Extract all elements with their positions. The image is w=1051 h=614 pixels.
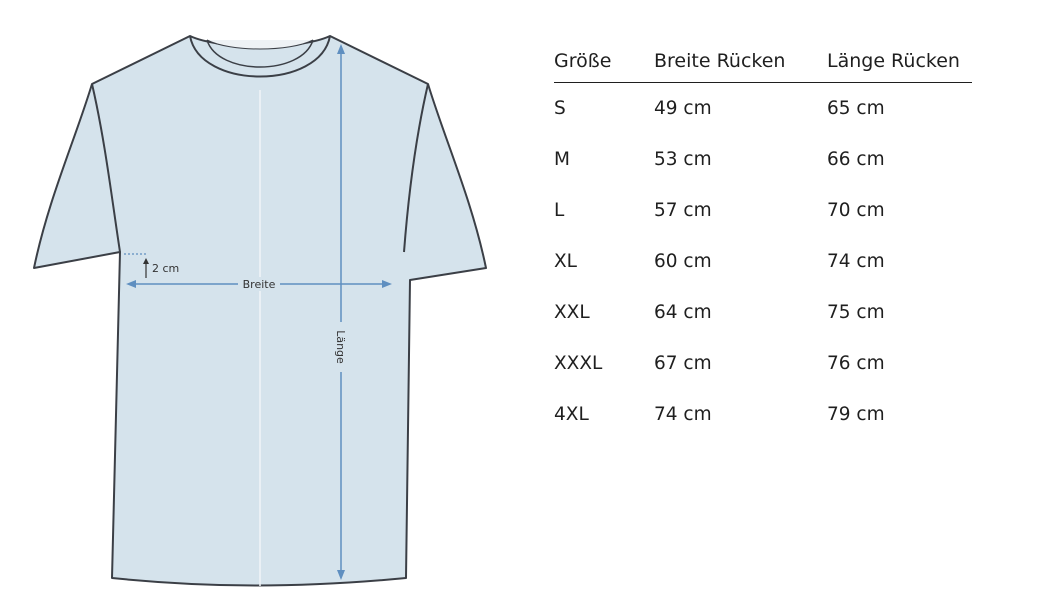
length-label: Länge [334, 330, 347, 364]
offset-label: 2 cm [152, 262, 179, 275]
cell-width: 49 cm [654, 98, 712, 119]
collar-back [206, 39, 314, 50]
table-row: XXL 64 cm 75 cm [554, 287, 972, 338]
right-sleeve-seam [403, 83, 429, 253]
tshirt-diagram: Länge Breite 2 cm [33, 35, 487, 587]
width-label: Breite [243, 278, 276, 291]
cell-width: 57 cm [654, 200, 712, 221]
cell-width: 64 cm [654, 302, 712, 323]
cell-size: M [554, 149, 570, 170]
table-row: L 57 cm 70 cm [554, 185, 972, 236]
cell-length: 74 cm [827, 251, 885, 272]
cell-length: 76 cm [827, 353, 885, 374]
collar-inner [206, 39, 314, 68]
collar [189, 35, 331, 78]
cell-length: 75 cm [827, 302, 885, 323]
width-measure: Breite [126, 277, 392, 291]
cell-size: 4XL [554, 404, 589, 425]
cell-width: 53 cm [654, 149, 712, 170]
header-width: Breite Rücken [654, 40, 827, 83]
cell-size: XXXL [554, 353, 603, 374]
cell-length: 65 cm [827, 98, 885, 119]
size-table: Größe Breite Rücken Länge Rücken S 49 cm… [554, 40, 972, 440]
cell-length: 70 cm [827, 200, 885, 221]
offset-indicator: 2 cm [124, 253, 179, 278]
cell-size: XL [554, 251, 577, 272]
cell-size: L [554, 200, 565, 221]
table-header-row: Größe Breite Rücken Länge Rücken [554, 40, 972, 83]
left-sleeve-seam [91, 83, 121, 253]
header-length: Länge Rücken [827, 40, 972, 83]
header-size: Größe [554, 40, 654, 83]
table-row: S 49 cm 65 cm [554, 83, 972, 135]
cell-width: 74 cm [654, 404, 712, 425]
table-row: 4XL 74 cm 79 cm [554, 389, 972, 440]
cell-size: S [554, 98, 566, 119]
cell-length: 66 cm [827, 149, 885, 170]
cell-length: 79 cm [827, 404, 885, 425]
table-row: M 53 cm 66 cm [554, 134, 972, 185]
cell-width: 60 cm [654, 251, 712, 272]
length-measure: Länge [334, 44, 348, 580]
cell-width: 67 cm [654, 353, 712, 374]
table-row: XXXL 67 cm 76 cm [554, 338, 972, 389]
cell-size: XXL [554, 302, 590, 323]
table-row: XL 60 cm 74 cm [554, 236, 972, 287]
